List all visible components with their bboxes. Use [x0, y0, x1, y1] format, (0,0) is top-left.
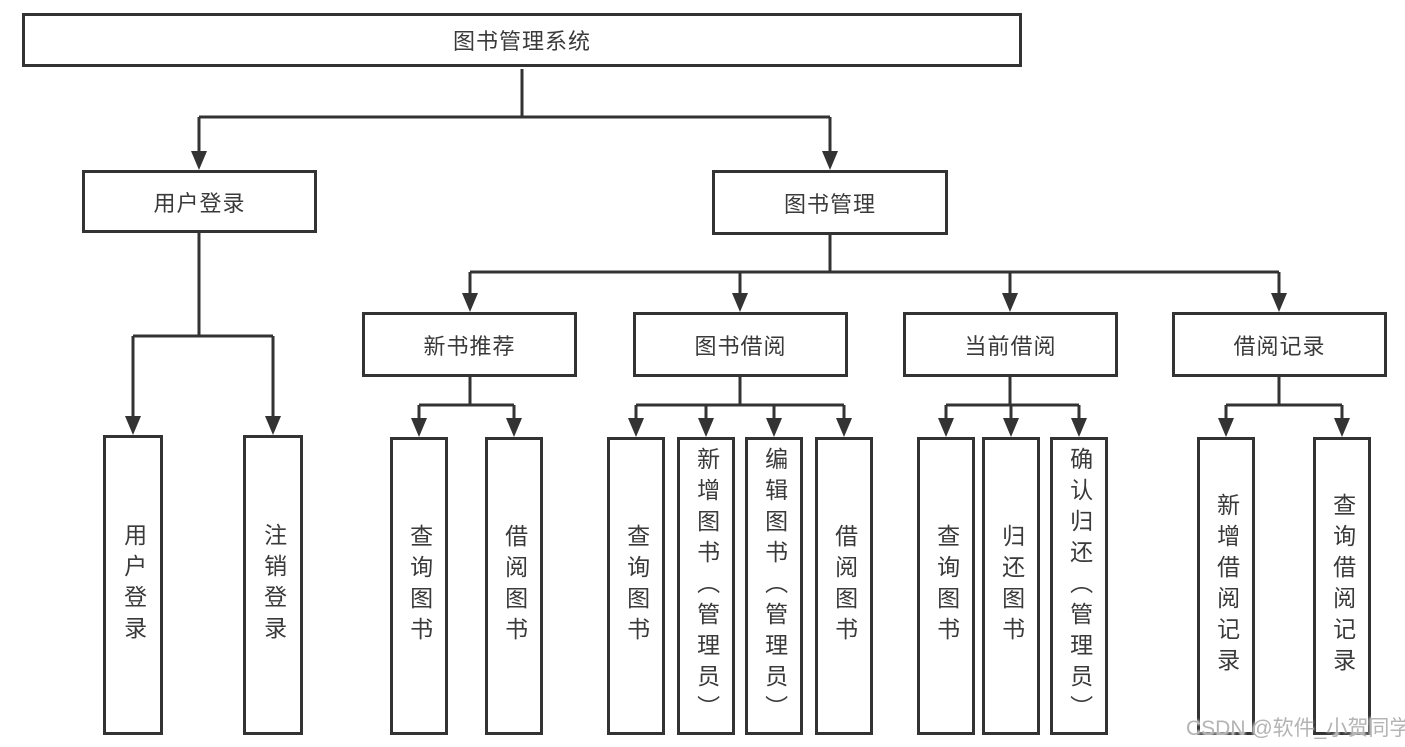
- node-book-management-group: 图书管理: [712, 170, 948, 235]
- node-label: 确认归还（管理员）: [1066, 446, 1093, 726]
- arrow-icon: [191, 151, 207, 170]
- node-book-borrowing: 图书借阅: [633, 312, 848, 377]
- node-user-login-group: 用户登录: [82, 170, 317, 233]
- leaf-add-books-admin: 新增图书（管理员）: [677, 437, 735, 735]
- node-label: 图书管理系统: [452, 29, 591, 54]
- node-label: 注销登录: [260, 523, 287, 647]
- arrow-icon: [938, 418, 954, 437]
- node-label: 查询图书: [623, 524, 650, 648]
- node-label: 借阅图书: [831, 524, 858, 648]
- arrow-icon: [125, 416, 141, 435]
- leaf-query-books-3: 查询图书: [917, 437, 975, 735]
- node-label: 用户登录: [120, 523, 147, 647]
- arrow-icon: [766, 418, 782, 437]
- arrow-icon: [732, 293, 748, 312]
- arrow-icon: [265, 416, 281, 435]
- arrowheads: [125, 151, 1350, 437]
- node-label: 图书管理: [783, 191, 876, 217]
- arrow-icon: [822, 151, 838, 170]
- leaf-borrow-books-1: 借阅图书: [485, 437, 543, 735]
- node-label: 用户登录: [153, 190, 246, 216]
- leaf-add-borrow-record: 新增借阅记录: [1197, 437, 1255, 735]
- node-label: 查询借阅记录: [1329, 493, 1356, 679]
- node-label: 查询图书: [406, 524, 433, 648]
- arrow-icon: [462, 293, 478, 312]
- arrow-icon: [836, 418, 852, 437]
- node-label: 归还图书: [998, 524, 1025, 648]
- node-current-borrowing: 当前借阅: [903, 312, 1118, 377]
- leaf-edit-books-admin: 编辑图书（管理员）: [745, 437, 803, 735]
- arrow-icon: [1003, 418, 1019, 437]
- leaf-query-books-2: 查询图书: [607, 437, 665, 735]
- node-label: 借阅图书: [501, 524, 528, 648]
- leaf-confirm-return-admin: 确认归还（管理员）: [1050, 437, 1108, 735]
- node-label: 当前借阅: [964, 333, 1057, 359]
- node-label: 新增图书（管理员）: [693, 446, 720, 726]
- node-label: 查询图书: [933, 524, 960, 648]
- node-label: 新增借阅记录: [1213, 493, 1240, 679]
- node-label: 编辑图书（管理员）: [761, 446, 788, 726]
- leaf-user-login: 用户登录: [103, 435, 163, 735]
- arrow-icon: [1271, 293, 1287, 312]
- connector-path: [131, 69, 1344, 423]
- arrow-icon: [1002, 293, 1018, 312]
- arrow-icon: [1218, 418, 1234, 437]
- arrow-icon: [411, 418, 427, 437]
- node-label: 新书推荐: [423, 333, 516, 359]
- arrow-icon: [698, 418, 714, 437]
- leaf-query-borrow-record: 查询借阅记录: [1313, 437, 1371, 735]
- node-book-management-system: 图书管理系统: [22, 13, 1022, 67]
- arrow-icon: [1334, 418, 1350, 437]
- node-label: 图书借阅: [694, 333, 787, 359]
- csdn-watermark: CSDN @软件_小贺同学: [1186, 717, 1405, 740]
- leaf-logout: 注销登录: [243, 435, 303, 735]
- arrow-icon: [628, 418, 644, 437]
- leaf-return-books: 归还图书: [982, 437, 1040, 735]
- node-borrowing-records: 借阅记录: [1172, 312, 1387, 377]
- arrow-icon: [1071, 418, 1087, 437]
- leaf-query-books-1: 查询图书: [390, 437, 448, 735]
- node-label: 借阅记录: [1233, 333, 1326, 359]
- node-new-book-recommendation: 新书推荐: [362, 312, 577, 377]
- leaf-borrow-books-2: 借阅图书: [815, 437, 873, 735]
- arrow-icon: [506, 418, 522, 437]
